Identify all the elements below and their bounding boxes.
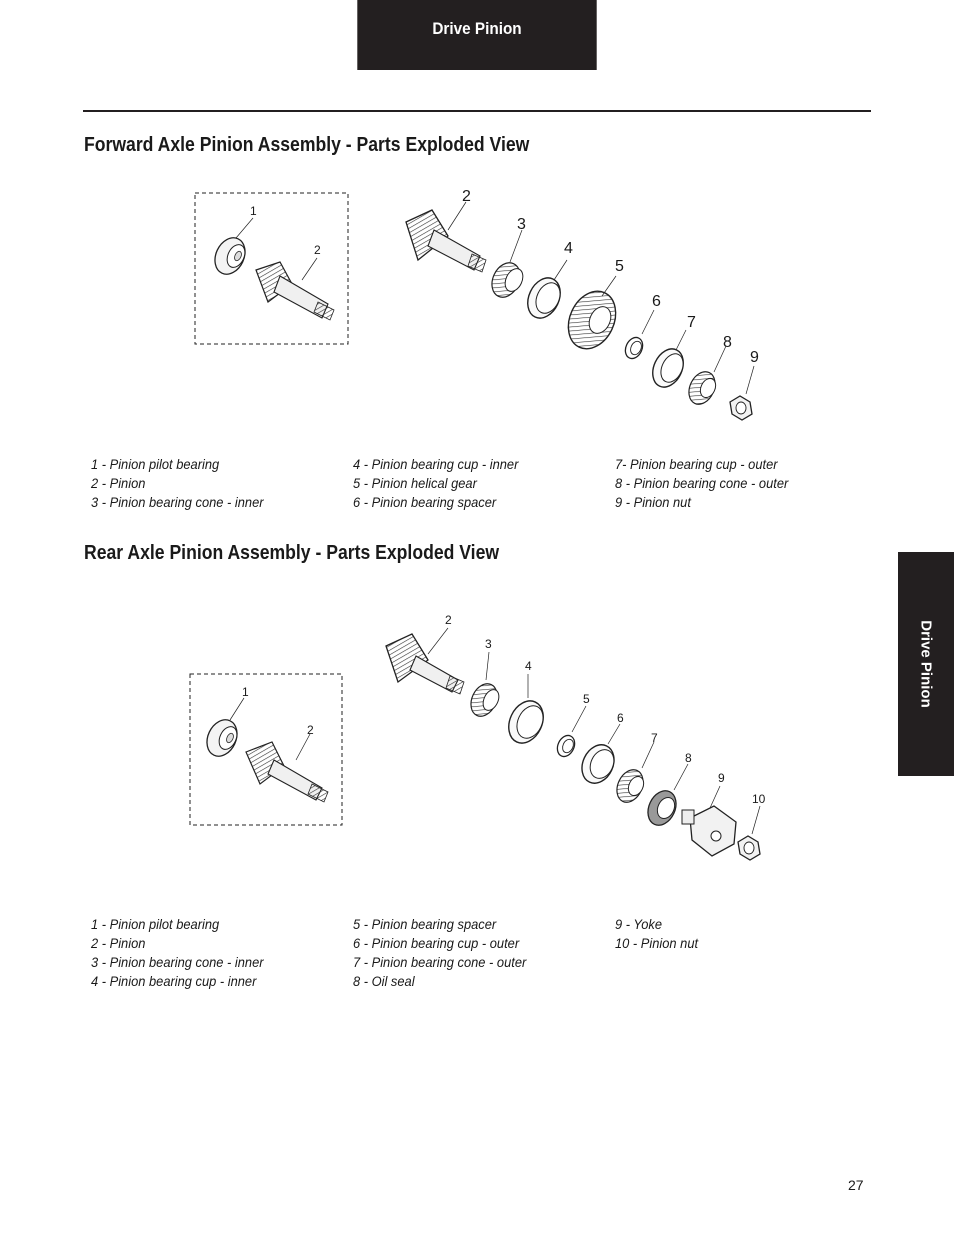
pinion-part — [405, 209, 487, 273]
callout: 8 — [685, 751, 692, 765]
inner-bearing-cup-part — [527, 277, 561, 319]
forward-section-title: Forward Axle Pinion Assembly - Parts Exp… — [84, 134, 530, 156]
outer-bearing-cup-part — [581, 744, 615, 784]
callout: 6 — [652, 293, 661, 310]
bearing-spacer-part — [556, 734, 576, 758]
legend-item: 4 - Pinion bearing cup - inner — [91, 973, 257, 989]
header-rule — [83, 110, 871, 112]
rear-parts-legend: 1 - Pinion pilot bearing 2 - Pinion 3 - … — [91, 915, 811, 995]
pilot-inset-box — [194, 192, 349, 345]
helical-gear-part — [567, 290, 617, 350]
pinion-part — [385, 633, 465, 695]
yoke-part — [681, 805, 737, 857]
pilot-inset-box — [189, 673, 343, 826]
callout: 2 — [462, 188, 471, 205]
callout: 5 — [583, 692, 590, 706]
legend-item: 7- Pinion bearing cup - outer — [615, 456, 778, 472]
legend-item: 2 - Pinion — [91, 475, 146, 491]
oil-seal-part — [647, 790, 677, 826]
callout: 2 — [307, 723, 314, 737]
callout: 9 — [750, 349, 759, 366]
pinion-nut-part — [737, 835, 761, 861]
legend-item: 3 - Pinion bearing cone - inner — [91, 494, 264, 510]
callout: 2 — [314, 243, 321, 257]
pilot-bearing-part — [214, 237, 246, 275]
callout: 8 — [723, 334, 732, 351]
callout: 3 — [517, 216, 526, 233]
forward-exploded-view-diagram: 1 2 2 3 4 5 6 7 8 9 — [194, 188, 759, 421]
header-tab: Drive Pinion — [357, 0, 597, 70]
inner-bearing-cone-part — [470, 683, 500, 717]
outer-bearing-cup-part — [652, 348, 684, 388]
callout: 3 — [485, 637, 492, 651]
callout: 4 — [564, 240, 573, 257]
rear-exploded-view-diagram: 1 2 2 3 4 5 6 7 8 9 10 — [189, 613, 766, 861]
inner-bearing-cone-part — [491, 262, 524, 298]
pilot-bearing-part — [206, 719, 238, 757]
legend-item: 5 - Pinion bearing spacer — [353, 916, 497, 932]
legend-item: 8 - Pinion bearing cone - outer — [615, 475, 789, 491]
legend-item: 10 - Pinion nut — [615, 935, 699, 951]
callout: 1 — [242, 685, 249, 699]
rear-section-title: Rear Axle Pinion Assembly - Parts Explod… — [84, 542, 500, 564]
legend-item: 1 - Pinion pilot bearing — [91, 456, 220, 472]
callout: 7 — [651, 731, 658, 745]
inner-bearing-cup-part — [508, 700, 544, 744]
legend-item: 6 - Pinion bearing cup - outer — [353, 935, 520, 951]
callout: 9 — [718, 771, 725, 785]
callout: 10 — [752, 792, 766, 806]
outer-bearing-cone-part — [688, 371, 717, 405]
legend-item: 1 - Pinion pilot bearing — [91, 916, 220, 932]
legend-item: 9 - Yoke — [615, 916, 663, 932]
callout: 2 — [445, 613, 452, 627]
bearing-spacer-part — [624, 336, 644, 360]
callout: 6 — [617, 711, 624, 725]
callout: 5 — [615, 258, 624, 275]
legend-item: 3 - Pinion bearing cone - inner — [91, 954, 264, 970]
pinion-inset-part — [255, 261, 335, 321]
outer-bearing-cone-part — [616, 769, 645, 803]
legend-item: 2 - Pinion — [91, 935, 146, 951]
callout: 1 — [250, 204, 257, 218]
header-tab-label: Drive Pinion — [432, 19, 522, 38]
legend-item: 8 - Oil seal — [353, 973, 415, 989]
legend-item: 4 - Pinion bearing cup - inner — [353, 456, 519, 472]
legend-item: 7 - Pinion bearing cone - outer — [353, 954, 527, 970]
callout: 4 — [525, 659, 532, 673]
legend-item: 6 - Pinion bearing spacer — [353, 494, 497, 510]
pinion-inset-part — [245, 741, 329, 803]
forward-parts-legend: 1 - Pinion pilot bearing 2 - Pinion 3 - … — [91, 455, 811, 515]
callout: 7 — [687, 314, 696, 331]
side-tab-label: Drive Pinion — [917, 620, 935, 708]
side-section-tab: Drive Pinion — [898, 552, 954, 776]
page-number: 27 — [848, 1177, 864, 1193]
legend-item: 9 - Pinion nut — [615, 494, 691, 510]
pinion-nut-part — [729, 395, 753, 421]
legend-item: 5 - Pinion helical gear — [353, 475, 477, 491]
